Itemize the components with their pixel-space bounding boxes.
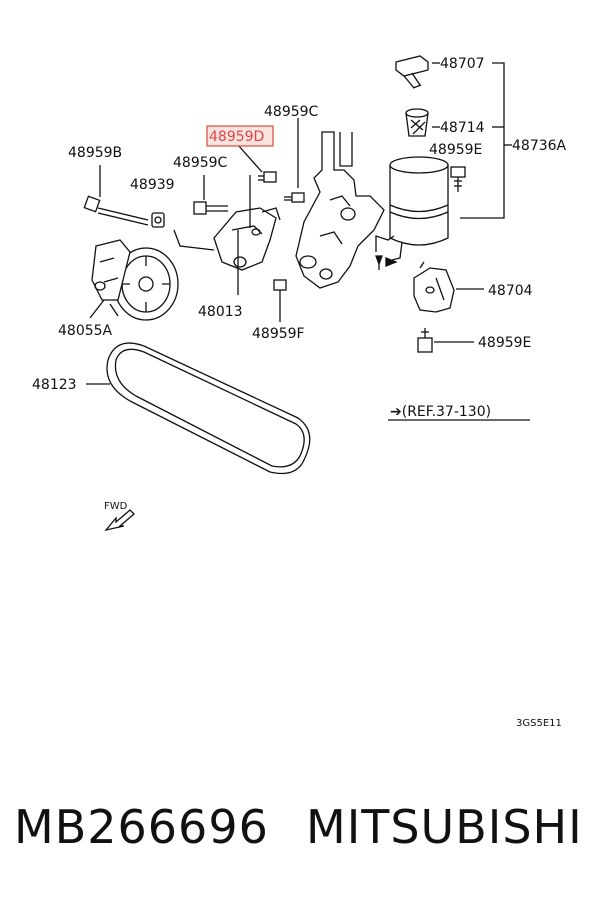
highlight-box [206,125,274,147]
nut-48939-icon [151,212,165,228]
part-number: MB266696 [14,800,269,854]
label-48123: 48123 [32,377,77,393]
label-48939: 48939 [130,177,175,193]
reservoir-tank-icon [375,156,449,270]
label-48013: 48013 [198,304,243,320]
footer-caption: MB266696 MITSUBISHI [0,800,600,880]
bolt-48959f-icon [273,279,287,300]
bolt-48959d-icon [258,171,277,183]
drawing-code: 3GS5E11 [516,718,562,729]
bolt-48959c-top-icon [284,192,305,203]
bolt-48959e-top-icon [450,166,466,192]
brand-name: MITSUBISHI [306,800,583,854]
label-48707: 48707 [440,56,485,72]
label-48055a: 48055A [58,323,113,339]
tank-bracket-icon [413,261,455,313]
label-48704: 48704 [488,283,533,299]
label-48959d[interactable]: 48959D [209,129,264,145]
label-48959e-top: 48959E [429,142,482,158]
bolt-48959e-bottom-icon [417,328,433,353]
label-48959b: 48959B [68,145,122,161]
reference-note: ➔(REF.37-130) [390,404,491,420]
label-48959c-top: 48959C [264,104,319,120]
label-48714: 48714 [440,120,485,136]
label-48959c-left: 48959C [173,155,228,171]
fwd-label: FWD [104,501,128,512]
label-48959f: 48959F [252,326,305,342]
mounting-bracket-icon [295,131,385,289]
long-bolt-48959b-icon [83,195,149,226]
power-steering-pump-icon [91,239,179,321]
drive-belt-icon [106,342,311,475]
label-48736a: 48736A [512,138,567,154]
bolt-48959c-left-icon [193,201,228,215]
pump-bracket-icon [213,207,281,271]
reservoir-cap-icon [395,55,429,89]
label-48959e-bottom: 48959E [478,335,531,351]
strainer-icon [405,108,429,137]
fwd-arrow-icon [104,509,135,532]
